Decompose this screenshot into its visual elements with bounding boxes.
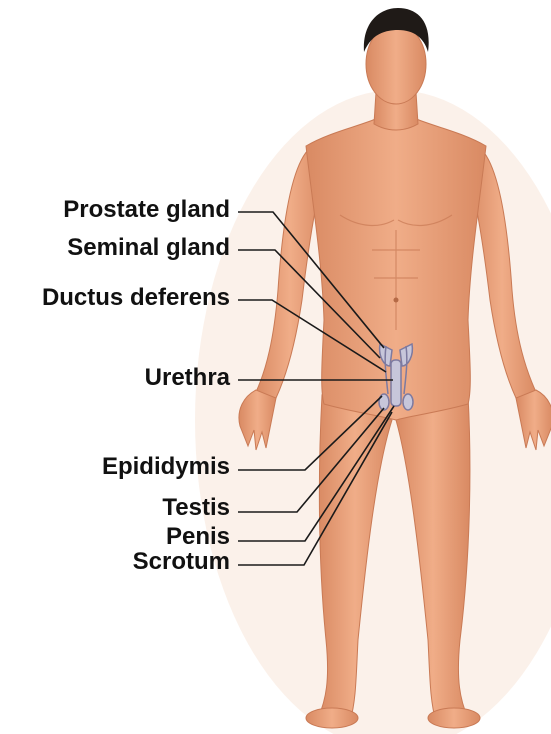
urethra-shape — [391, 360, 401, 406]
label-urethra: Urethra — [145, 365, 230, 391]
label-seminal-gland: Seminal gland — [67, 235, 230, 261]
label-prostate-gland: Prostate gland — [63, 197, 230, 223]
label-scrotum: Scrotum — [133, 549, 230, 575]
navel — [394, 298, 399, 303]
testis-shape-right — [403, 394, 413, 410]
left-foot — [306, 708, 358, 728]
right-foot — [428, 708, 480, 728]
label-epididymis: Epididymis — [102, 454, 230, 480]
label-ductus-deferens: Ductus deferens — [42, 285, 230, 311]
label-testis: Testis — [162, 495, 230, 521]
label-penis: Penis — [166, 524, 230, 550]
